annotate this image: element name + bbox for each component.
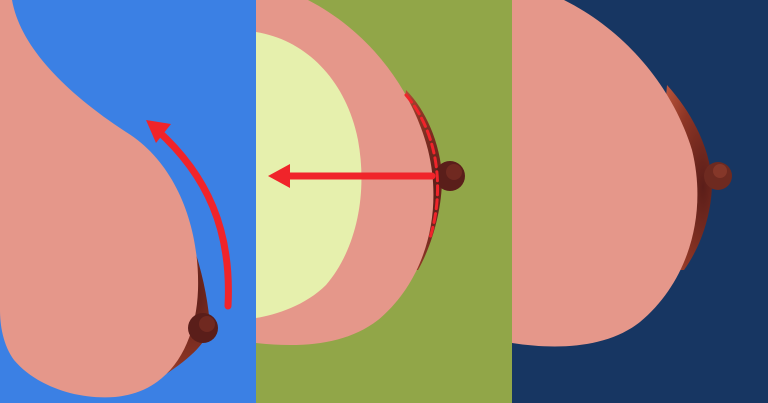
- panel-procedure-incision-line: [404, 93, 440, 240]
- panel-after: [512, 0, 768, 403]
- panel-before-arrow-shaft: [153, 126, 232, 310]
- panel-procedure-illustration: [256, 0, 512, 403]
- panel-before: [0, 0, 256, 403]
- panel-after-breast: [512, 0, 698, 347]
- panel-after-illustration: [512, 0, 768, 403]
- panel-procedure: [256, 0, 512, 403]
- panel-procedure-arrow-head: [268, 164, 290, 188]
- panel-procedure-nipple-highlight: [446, 164, 462, 180]
- panel-before-illustration: [0, 0, 256, 403]
- panel-before-breast: [0, 0, 199, 398]
- panel-after-nipple-highlight: [713, 164, 727, 178]
- panel-before-arrow-head: [146, 120, 171, 143]
- panel-before-nipple-highlight: [199, 316, 215, 332]
